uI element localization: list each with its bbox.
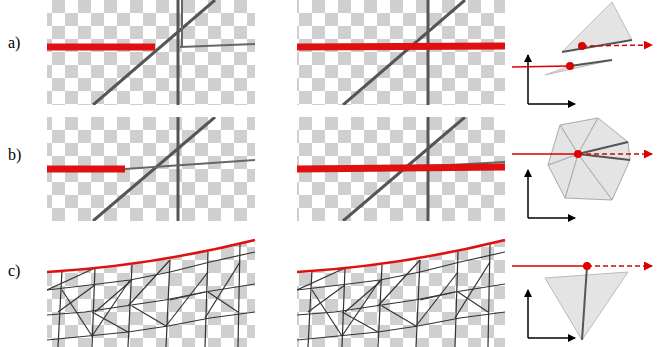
zoom-panel — [47, 117, 255, 221]
boundary-curve — [47, 240, 255, 272]
boundary-curve — [297, 240, 505, 272]
zoom-panel — [297, 0, 505, 105]
mesh-panel — [47, 233, 255, 347]
schematic — [512, 2, 652, 104]
schematic — [512, 118, 652, 218]
row-label: b) — [8, 146, 21, 164]
zoom-panel — [297, 117, 505, 221]
mesh-panel — [297, 233, 505, 347]
row-label: c) — [8, 262, 20, 280]
zoom-panel — [47, 0, 255, 105]
schematic — [512, 262, 652, 340]
row-label: a) — [8, 34, 20, 52]
